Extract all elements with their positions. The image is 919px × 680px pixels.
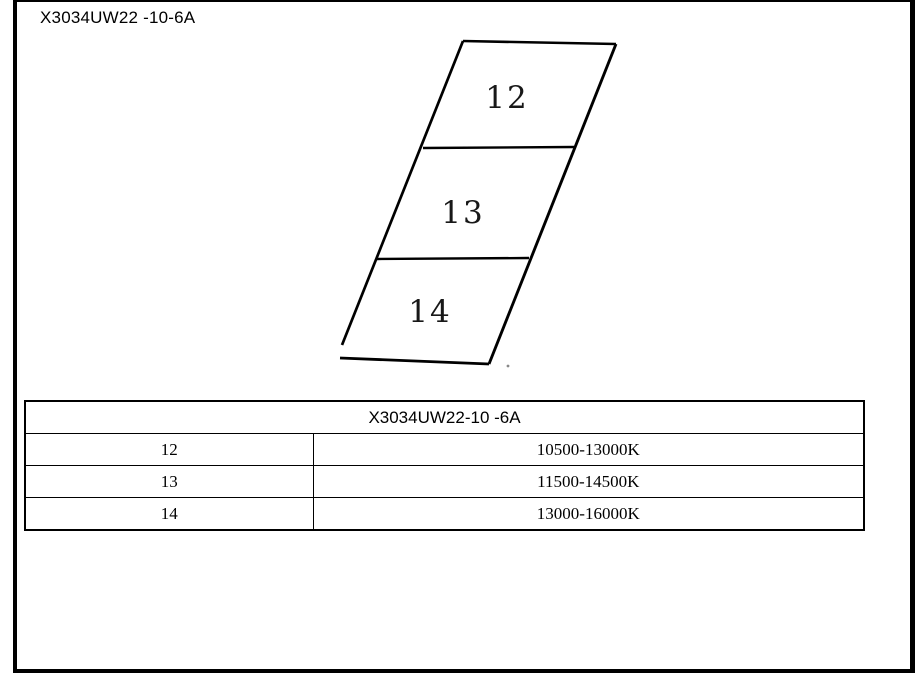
table-header: X3034UW22-10 -6A [24, 400, 865, 434]
bin-table: X3034UW22-10 -6A 12 10500-13000K 13 1150… [24, 400, 866, 531]
table-header-row: X3034UW22-10 -6A [24, 400, 865, 434]
bin-value: 12 [24, 433, 314, 466]
diagram-top-edge [462, 39, 617, 46]
stray-dot [506, 364, 510, 368]
diagram-label-14: 14 [408, 294, 451, 330]
bin-value: 13 [24, 465, 314, 498]
diagram-divider-1 [422, 145, 575, 150]
bin-value: 14 [24, 497, 314, 531]
diagram-label-13: 13 [441, 195, 484, 231]
table-row: 12 10500-13000K [24, 433, 865, 466]
diagram-right-edge [487, 43, 618, 365]
range-value: 13000-16000K [312, 497, 865, 531]
table-row: 13 11500-14500K [24, 465, 865, 498]
range-value: 11500-14500K [312, 465, 865, 498]
range-value: 10500-13000K [312, 433, 865, 466]
diagram-label-12: 12 [485, 80, 528, 116]
diagram-divider-2 [376, 256, 530, 261]
page-frame: X3034UW22 -10-6A [13, 0, 915, 673]
table-row: 14 13000-16000K [24, 497, 865, 531]
diagram-left-edge [340, 40, 465, 346]
page-title: X3034UW22 -10-6A [40, 8, 196, 27]
diagram-bottom-edge [339, 356, 490, 366]
